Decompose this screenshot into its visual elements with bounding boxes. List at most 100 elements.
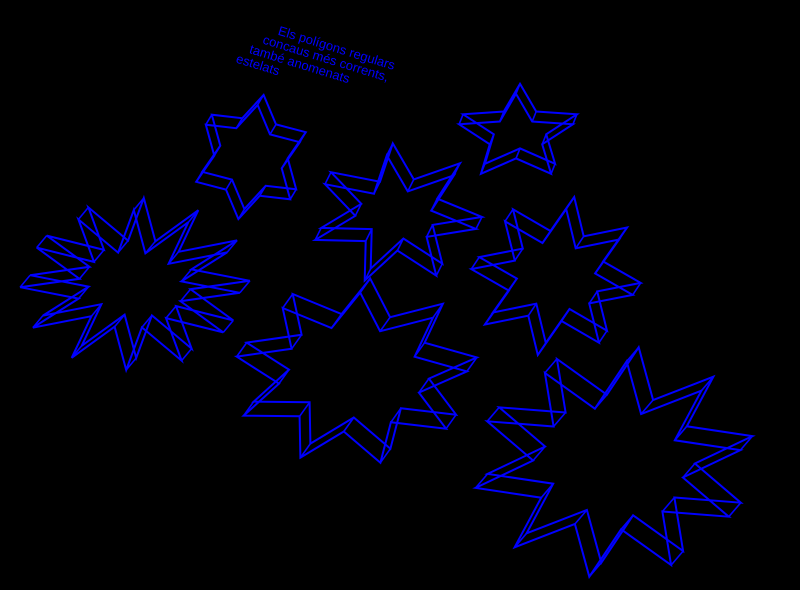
star-7-point-depth-edge — [430, 198, 438, 211]
star-10-point-depth-edge — [544, 358, 558, 374]
star-6-point-depth-edge — [269, 123, 277, 135]
star-10-point-depth-edge — [670, 550, 684, 566]
star-9-point-depth-edge — [418, 378, 430, 394]
star-6-point-back-face — [194, 103, 302, 221]
star-7-point-depth-edge — [363, 268, 372, 281]
star-9-point-depth-edge — [330, 313, 343, 329]
star-8-point-depth-edge — [632, 282, 642, 296]
star-8-point-depth-edge — [504, 208, 514, 222]
star-10-point-depth-edge — [700, 376, 715, 392]
star-12-point-depth-edge — [77, 286, 90, 300]
star-12-point-depth-edge — [222, 319, 234, 333]
star-7-point-depth-edge — [314, 227, 322, 241]
star-12-point-depth-edge — [141, 314, 153, 328]
star-10-point-depth-edge — [661, 496, 676, 513]
star-8-point-depth-edge — [565, 196, 575, 210]
star-9-point-depth-edge — [298, 401, 311, 417]
star-7-point-depth-edge — [425, 224, 434, 238]
star-12-point-depth-edge — [71, 345, 83, 359]
star-12-point-depth-edge — [78, 266, 91, 280]
star-5-point-depth-edge — [515, 148, 521, 159]
star-9-point-depth-edge — [299, 443, 312, 459]
star-8-point-depth-edge — [598, 330, 608, 344]
star-10-point-depth-edge — [532, 445, 546, 462]
star-10-point-depth-edge — [540, 483, 554, 499]
star-7-point-depth-edge — [354, 203, 363, 217]
star-5-point — [456, 81, 580, 176]
star-10-point-depth-edge — [674, 425, 688, 441]
star-12-point-depth-edge — [32, 315, 44, 329]
star-9-point-depth-edge — [432, 303, 444, 319]
star-12-point-depth-edge — [167, 251, 180, 265]
star-8-point-depth-edge — [575, 235, 585, 249]
star-7-point-depth-edge — [435, 263, 444, 277]
star-9-point-depth-edge — [243, 401, 255, 417]
star-12-point-depth-edge — [165, 305, 177, 319]
star-5-point-depth-edge — [489, 134, 495, 145]
star-8-point-depth-edge — [527, 303, 537, 317]
star-6-point-depth-edge — [237, 208, 246, 220]
star-12-point-depth-edge — [180, 348, 193, 362]
star-10-point — [472, 344, 756, 580]
star-5-point-depth-edge — [499, 111, 505, 122]
star-10-point-depth-edge — [682, 462, 696, 479]
star-8-point-depth-edge — [560, 308, 571, 322]
star-8-point-depth-edge — [470, 256, 480, 270]
star-6-point-depth-edge — [289, 188, 297, 200]
star-12-point-depth-edge — [226, 239, 238, 253]
star-6-point-front-face — [200, 93, 308, 211]
star-9-point-depth-edge — [413, 342, 426, 358]
star-12-point-depth-edge — [113, 314, 126, 328]
star-10-point-depth-edge — [728, 502, 742, 518]
star-12-point-depth-edge — [90, 303, 103, 317]
star-8-point — [468, 194, 644, 358]
star-10-point-depth-edge — [620, 514, 634, 530]
star-10-point-depth-edge — [739, 435, 754, 451]
star-9-point-depth-edge — [379, 448, 392, 464]
star-7-point-depth-edge — [364, 228, 373, 242]
star-9-point-depth-edge — [343, 417, 355, 432]
star-12-point-depth-edge — [179, 288, 192, 302]
star-10-point-depth-edge — [574, 509, 588, 525]
star-8-point-depth-edge — [484, 312, 494, 325]
star-9-point-depth-edge — [390, 407, 402, 423]
star-6-point-depth-edge — [256, 94, 265, 106]
star-8-point-depth-edge — [541, 230, 552, 244]
star-9-point-depth-edge — [379, 316, 391, 332]
star-8-point-depth-edge — [537, 342, 547, 356]
star-9-point-depth-edge — [466, 356, 478, 372]
star-6-point — [194, 93, 308, 221]
star-10-point-depth-edge — [626, 346, 640, 362]
star-9-point-depth-edge — [278, 369, 290, 385]
star-12-point-depth-edge — [180, 268, 193, 282]
star-12-point-depth-edge — [133, 197, 145, 211]
star-10-point-depth-edge — [640, 399, 654, 415]
star-10-point-depth-edge — [513, 532, 528, 548]
star-10-point-depth-edge — [588, 562, 602, 578]
star-9-point-depth-edge — [445, 414, 457, 430]
star-10-point-depth-edge — [552, 411, 567, 428]
star-6-point-depth-edge — [225, 179, 233, 191]
star-12-point — [19, 194, 251, 374]
star-5-point-depth-edge — [541, 134, 547, 145]
star-9-point-depth-edge — [236, 342, 248, 358]
star-8-point-depth-edge — [594, 260, 604, 274]
star-12-point-depth-edge — [187, 209, 199, 223]
star-12-point-depth-edge — [125, 357, 137, 371]
star-7-point-depth-edge — [453, 162, 461, 176]
star-12-point-depth-edge — [93, 249, 105, 263]
star-9-point-depth-edge — [282, 293, 294, 309]
star-12-point-depth-edge — [77, 206, 90, 220]
star-9-point-depth-edge — [359, 278, 371, 294]
star-5-point-depth-edge — [458, 114, 464, 125]
star-7-point-depth-edge — [324, 171, 332, 185]
star-6-point-depth-edge — [259, 185, 267, 197]
star-12-point-depth-edge — [36, 235, 48, 249]
star-7-point-depth-edge — [373, 181, 381, 195]
star-9-point — [233, 276, 480, 465]
star-6-point-depth-edge — [205, 114, 213, 126]
star-6-point-depth-edge — [213, 145, 221, 157]
star-6-point-depth-edge — [299, 131, 307, 143]
star-8-point-depth-edge — [588, 290, 598, 304]
